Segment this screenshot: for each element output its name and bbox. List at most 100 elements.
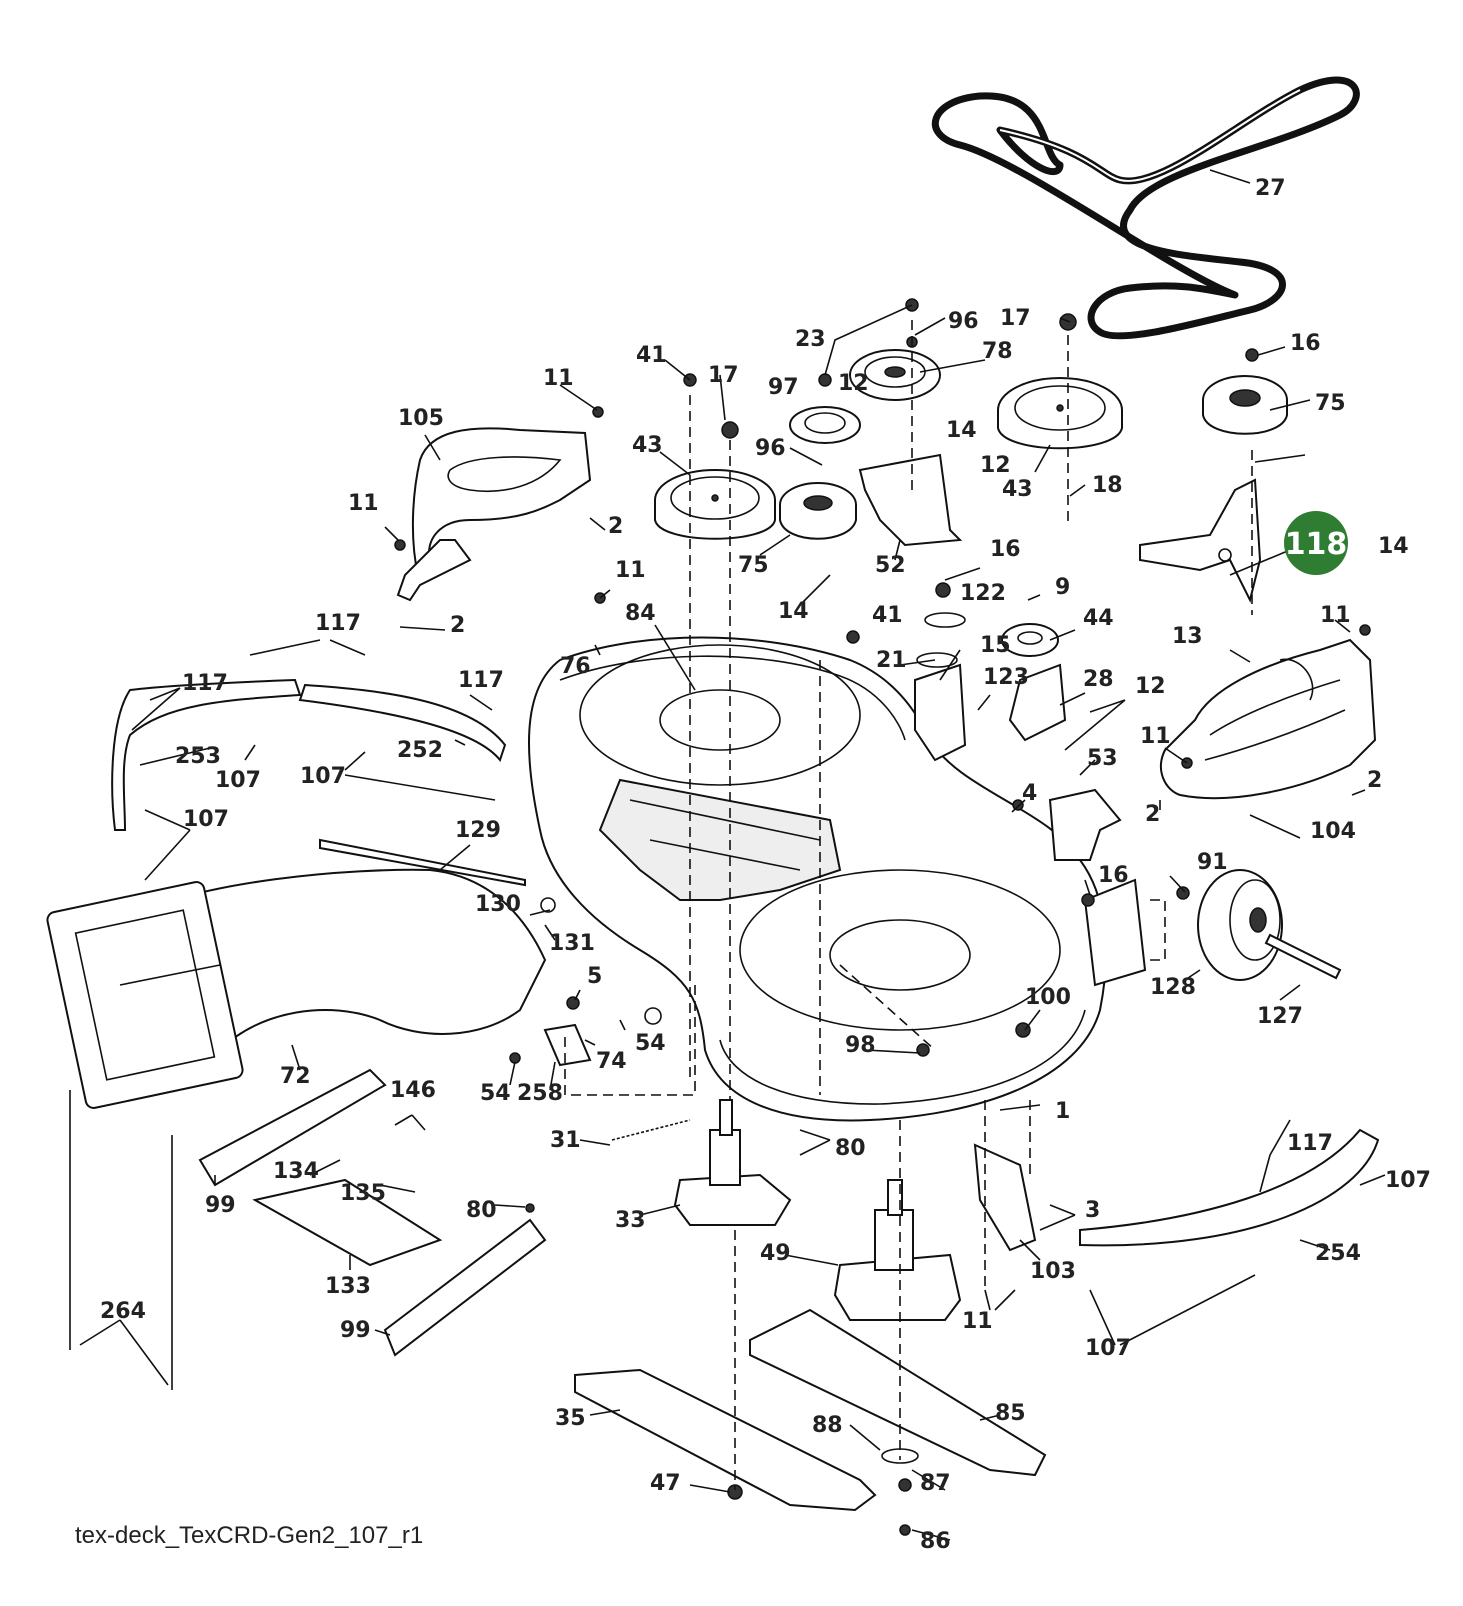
- belt-cover-104: [1160, 638, 1377, 800]
- label-1: 1: [1055, 1099, 1070, 1124]
- label-117: 117: [182, 671, 228, 696]
- label-5: 5: [587, 964, 602, 989]
- lift-arm-99-upper: [198, 1068, 387, 1187]
- baffle-254: [1079, 1128, 1380, 1247]
- bracket-28: [1008, 663, 1067, 742]
- shoulder-bolt-127: [1264, 933, 1342, 980]
- label-12: 12: [838, 371, 869, 396]
- label-52: 52: [875, 553, 906, 578]
- part-labels: 27 96 17 16 23 78 41 17 97 12 75 11 14 1…: [100, 176, 1431, 1554]
- label-47: 47: [650, 1471, 681, 1496]
- idler-arm-118: [1139, 478, 1262, 603]
- label-134: 134: [273, 1159, 319, 1184]
- label-105: 105: [398, 406, 444, 431]
- spindle-49: [833, 1179, 962, 1321]
- label-49: 49: [760, 1241, 791, 1266]
- label-11: 11: [615, 558, 646, 583]
- label-27: 27: [1255, 176, 1286, 201]
- lift-arm-99-lower: [383, 1218, 547, 1357]
- label-11: 11: [1320, 603, 1351, 628]
- label-11: 11: [348, 491, 379, 516]
- label-98: 98: [845, 1033, 876, 1058]
- label-87: 87: [920, 1471, 951, 1496]
- belt-27: [931, 76, 1360, 340]
- label-4: 4: [1022, 781, 1037, 806]
- bracket-53: [1048, 788, 1122, 861]
- discharge-chute-72: [46, 868, 547, 1109]
- blade-guard-103: [973, 1143, 1037, 1252]
- label-97: 97: [768, 375, 799, 400]
- label-254: 254: [1315, 1241, 1361, 1266]
- baffle-253: [111, 678, 302, 831]
- label-2: 2: [450, 613, 465, 638]
- label-23: 23: [795, 327, 826, 352]
- label-12: 12: [980, 453, 1011, 478]
- spindle-33: [673, 1099, 792, 1226]
- assembly-lines: [564, 320, 1253, 1490]
- label-14: 14: [946, 418, 977, 443]
- hardware: [394, 298, 1371, 1536]
- label-43: 43: [1002, 477, 1033, 502]
- label-117: 117: [315, 611, 361, 636]
- label-252: 252: [397, 738, 443, 763]
- label-133: 133: [325, 1274, 371, 1299]
- label-72: 72: [280, 1064, 311, 1089]
- label-99: 99: [340, 1318, 371, 1343]
- label-16: 16: [1290, 331, 1321, 356]
- label-96: 96: [755, 436, 786, 461]
- label-54: 54: [480, 1081, 511, 1106]
- label-146: 146: [390, 1078, 436, 1103]
- idler-pulley-78: [849, 349, 941, 401]
- label-80: 80: [835, 1136, 866, 1161]
- label-54: 54: [635, 1031, 666, 1056]
- idler-pulley-75-left: [779, 482, 857, 540]
- link-133: [252, 1178, 443, 1267]
- label-86: 86: [920, 1529, 951, 1554]
- callout-118-badge: [1284, 511, 1348, 575]
- bracket-15: [914, 663, 967, 762]
- label-88: 88: [812, 1413, 843, 1438]
- label-91: 91: [1197, 850, 1228, 875]
- label-117: 117: [458, 668, 504, 693]
- leader-lines: [79, 169, 1386, 1541]
- label-44: 44: [1083, 606, 1114, 631]
- label-28: 28: [1083, 667, 1114, 692]
- label-11: 11: [1140, 724, 1171, 749]
- label-131: 131: [549, 931, 595, 956]
- callout-118-label: 118: [1285, 527, 1348, 562]
- label-85: 85: [995, 1401, 1026, 1426]
- label-80: 3: [1085, 1198, 1100, 1223]
- wheel-bracket: [1083, 878, 1147, 987]
- label-75: 75: [1315, 391, 1346, 416]
- label-21: 21: [876, 648, 907, 673]
- bracket-258: [543, 1023, 592, 1067]
- label-107: 107: [300, 764, 346, 789]
- label-9: 9: [1055, 575, 1070, 600]
- label-107: 107: [215, 768, 261, 793]
- label-129: 129: [455, 818, 501, 843]
- gauge-wheel-128: [1197, 869, 1283, 981]
- label-74: 74: [596, 1049, 627, 1074]
- label-127: 127: [1257, 1004, 1303, 1029]
- label-3: 80: [466, 1198, 497, 1223]
- belt-cover-105: [396, 427, 592, 602]
- label-107: 107: [1085, 1336, 1131, 1361]
- label-35: 35: [555, 1406, 586, 1431]
- idler-pulley-44: [1001, 623, 1059, 657]
- label-12: 12: [1135, 674, 1166, 699]
- baffle-252: [298, 683, 507, 763]
- mower-deck-1: [527, 636, 1107, 1122]
- label-264: 264: [100, 1299, 146, 1324]
- label-123: 123: [983, 665, 1029, 690]
- label-78: 78: [982, 339, 1013, 364]
- label-130: 130: [475, 892, 521, 917]
- pulley-43-right: [997, 377, 1123, 450]
- label-18: 18: [1092, 473, 1123, 498]
- label-2: 2: [1367, 768, 1382, 793]
- label-17: 17: [1000, 306, 1031, 331]
- label-135: 135: [340, 1181, 386, 1206]
- label-2: 2: [608, 514, 623, 539]
- label-13: 13: [1172, 624, 1203, 649]
- label-41: 41: [636, 343, 667, 368]
- label-100: 100: [1025, 985, 1071, 1010]
